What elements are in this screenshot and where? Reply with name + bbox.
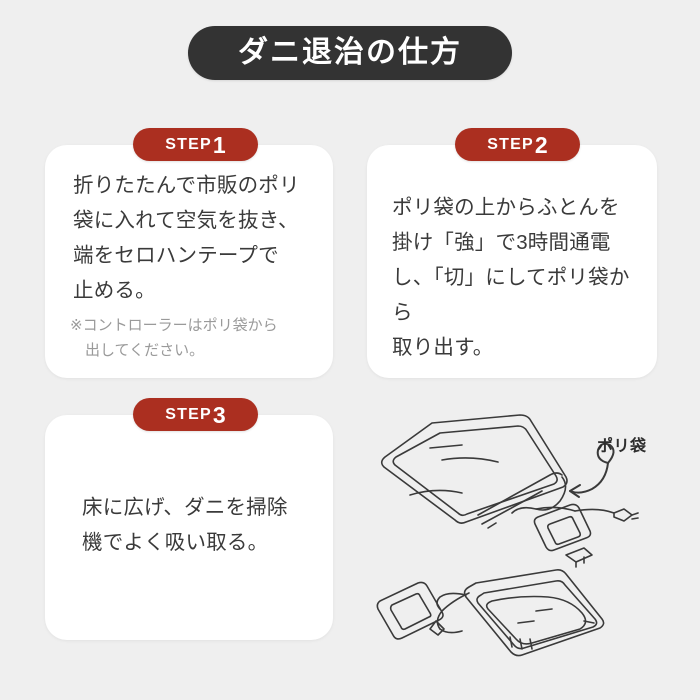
product-illustration xyxy=(370,405,670,680)
step-3-text: 床に広げ、ダニを掃除 機でよく吸い取る。 xyxy=(82,496,288,554)
step-badge-word: STEP xyxy=(487,135,534,153)
step-badge-word: STEP xyxy=(165,135,212,153)
controller-top xyxy=(533,503,592,552)
power-cord-top xyxy=(511,476,576,514)
step-card-1 xyxy=(45,145,333,378)
page-title: ダニ退治の仕方 xyxy=(238,36,462,69)
callout-arrow xyxy=(569,442,615,498)
step-card-3 xyxy=(45,415,333,640)
step-badge-word: STEP xyxy=(165,405,212,423)
step-badge-number: 2 xyxy=(534,132,548,158)
poly-bag-callout-label: ポリ袋 xyxy=(597,438,647,455)
step-badge-1: STEP 1 xyxy=(133,128,258,161)
step-card-2 xyxy=(367,145,657,378)
step-2-text: ポリ袋の上からふとんを 掛け「強」で3時間通電 し、「切」にしてポリ袋から 取り… xyxy=(392,196,630,359)
step-badge-2: STEP 2 xyxy=(455,128,580,161)
plug-fragment xyxy=(565,547,593,568)
controller-bottom xyxy=(376,581,445,640)
page-title-pill: ダニ退治の仕方 xyxy=(188,26,512,80)
step-1-note: ※コントローラーはポリ袋から 出してください。 xyxy=(70,317,278,359)
blanket-inside-bag xyxy=(392,425,558,517)
step-badge-number: 1 xyxy=(212,132,226,158)
step-badge-3: STEP 3 xyxy=(133,398,258,431)
step-1-text: 折りたたんで市販のポリ 袋に入れて空気を抜き、 端をセロハンテープで 止める。 xyxy=(73,174,300,302)
step-badge-number: 3 xyxy=(212,402,226,428)
poly-bag-outline xyxy=(380,414,568,524)
folded-blanket xyxy=(463,569,605,657)
power-plug-top xyxy=(574,508,639,522)
bag-seam xyxy=(477,472,563,529)
